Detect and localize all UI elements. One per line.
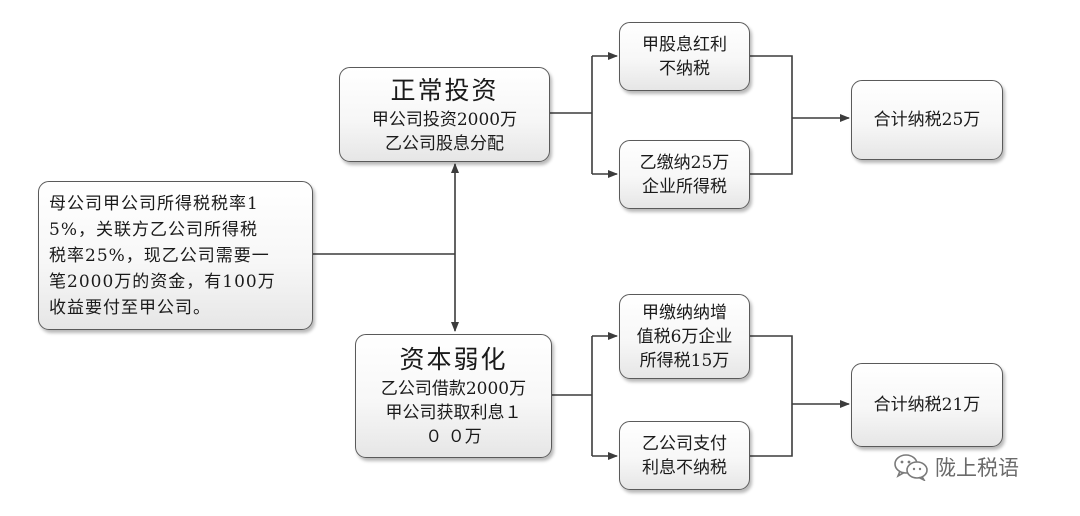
outcome-b1-line2: 值税6万企业 [636, 326, 733, 347]
outcome-a1-line2: 不纳税 [659, 58, 710, 79]
connector-b-merge [749, 335, 793, 457]
outcome-a1-box: 甲股息红利 不纳税 [619, 22, 750, 91]
outcome-a2-box: 乙缴纳25万 企业所得税 [619, 140, 750, 209]
outcome-a2-line1: 乙缴纳25万 [639, 152, 730, 173]
connector-capital-branch [552, 336, 593, 456]
source-box: 母公司甲公司所得税税率1 5%，关联方乙公司所得税 税率25%，现乙公司需要一 … [38, 181, 313, 330]
outcome-b1-line1: 甲缴纳纳增 [642, 302, 727, 323]
watermark: 陇上税语 [893, 452, 1019, 482]
capital-weakening-line2: 甲公司获取利息１ [385, 403, 522, 423]
watermark-text: 陇上税语 [935, 456, 1019, 480]
connector-normal-branch [550, 56, 593, 174]
outcome-b2-line1: 乙公司支付 [642, 433, 727, 454]
source-text: 母公司甲公司所得税税率1 5%，关联方乙公司所得税 税率25%，现乙公司需要一 … [49, 193, 276, 318]
outcome-b2-box: 乙公司支付 利息不纳税 [619, 421, 750, 490]
normal-investment-line1: 甲公司投资2000万 [371, 109, 518, 130]
outcome-b1-box: 甲缴纳纳增 值税6万企业 所得税15万 [619, 294, 750, 379]
total-b-text: 合计纳税21万 [873, 395, 981, 415]
normal-investment-title: 正常投资 [390, 75, 499, 105]
outcome-b1-line3: 所得税15万 [639, 350, 730, 371]
capital-weakening-line3: ０ ０万 [425, 427, 482, 447]
capital-weakening-title: 资本弱化 [399, 345, 508, 374]
total-a-box: 合计纳税25万 [851, 80, 1003, 160]
total-a-text: 合计纳税25万 [873, 110, 981, 130]
capital-weakening-line1: 乙公司借款2000万 [380, 379, 527, 399]
outcome-a1-line1: 甲股息红利 [642, 34, 727, 55]
capital-weakening-box: 资本弱化 乙公司借款2000万 甲公司获取利息１ ０ ０万 [355, 334, 552, 458]
normal-investment-box: 正常投资 甲公司投资2000万 乙公司股息分配 [339, 67, 550, 162]
connector-a-merge [749, 55, 793, 175]
normal-investment-line2: 乙公司股息分配 [385, 133, 504, 154]
total-b-box: 合计纳税21万 [851, 363, 1003, 447]
wechat-icon [894, 454, 928, 481]
outcome-a2-line2: 企业所得税 [642, 176, 727, 197]
outcome-b2-line2: 利息不纳税 [642, 457, 727, 478]
